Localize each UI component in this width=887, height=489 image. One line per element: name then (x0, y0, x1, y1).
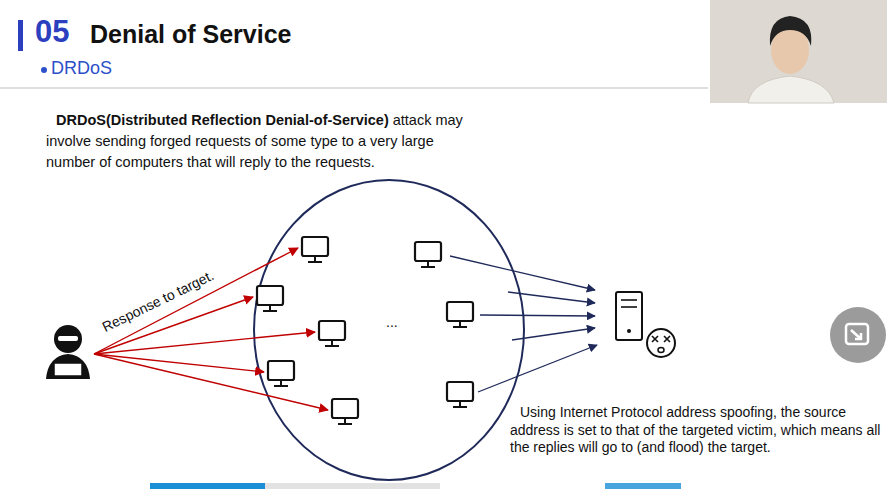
attacker-body (46, 354, 90, 379)
monitor-screen (447, 382, 473, 401)
computer-icon (447, 302, 473, 327)
request-arrow (94, 354, 328, 410)
request-arrow (94, 248, 298, 354)
monitor-screen (268, 361, 294, 380)
computer-icon (415, 242, 441, 267)
bullet (41, 67, 47, 73)
player-progress (150, 483, 265, 489)
monitor-base (325, 345, 339, 347)
server-slot (621, 299, 637, 301)
header-rule (0, 88, 708, 89)
dizzy-eye (664, 336, 670, 342)
computer-icon (257, 286, 283, 311)
reflector-circle (254, 180, 524, 480)
monitor-screen (447, 302, 473, 321)
slide-label: 05 (35, 14, 69, 50)
reply-arrow (480, 315, 595, 316)
attacker-hood (54, 325, 82, 353)
intro-paragraph: DRDoS(Distributed Reflection Denial-of-S… (46, 110, 478, 173)
server-light (627, 329, 631, 333)
monitor-screen (257, 286, 283, 305)
request-arrow (94, 332, 315, 354)
reply-arrow (478, 345, 597, 392)
monitor-base (453, 326, 467, 328)
arrow-label: Response to target. (100, 267, 217, 335)
pip-button (830, 307, 886, 363)
reply-arrow (512, 328, 595, 340)
computer-icon (302, 237, 328, 262)
monitor-base (421, 266, 435, 268)
reply-arrow (450, 256, 595, 290)
header-bar (18, 20, 23, 51)
attacker-laptop (54, 363, 82, 376)
dizzy-face (647, 329, 675, 357)
server-icon (616, 292, 642, 340)
computer-icon (319, 321, 345, 346)
computer-icon (332, 399, 358, 424)
presenter-hair (770, 16, 812, 46)
attacker-glasses (58, 336, 78, 341)
monitor-screen (332, 399, 358, 418)
server-slot (621, 306, 637, 308)
monitor-base (453, 406, 467, 408)
request-arrow (94, 354, 264, 372)
monitor-screen (415, 242, 441, 261)
intro-text: DRDoS(Distributed Reflection Denial-of-S… (56, 112, 389, 128)
monitor-base (338, 423, 352, 425)
computer-icon (447, 382, 473, 407)
note-text: Using Internet Protocol address spoofing… (510, 404, 882, 457)
slide-label: DRDoS (51, 58, 112, 79)
reply-arrow (508, 292, 595, 303)
slide-label: ... (386, 314, 398, 330)
monitor-base (274, 385, 288, 387)
player-dots (605, 483, 681, 489)
dizzy-mouth (658, 348, 664, 353)
pip-icon (846, 324, 868, 344)
monitor-screen (319, 321, 345, 340)
monitor-screen (302, 237, 328, 256)
monitor-base (308, 261, 322, 263)
webcam-panel (710, 0, 887, 103)
dizzy-eye (652, 336, 658, 342)
slide-title: Denial of Service (90, 20, 291, 49)
presenter-shirt (748, 76, 834, 103)
pip-arrow (851, 330, 861, 339)
monitor-base (263, 310, 277, 312)
computer-icon (268, 361, 294, 386)
player-track (150, 483, 440, 489)
